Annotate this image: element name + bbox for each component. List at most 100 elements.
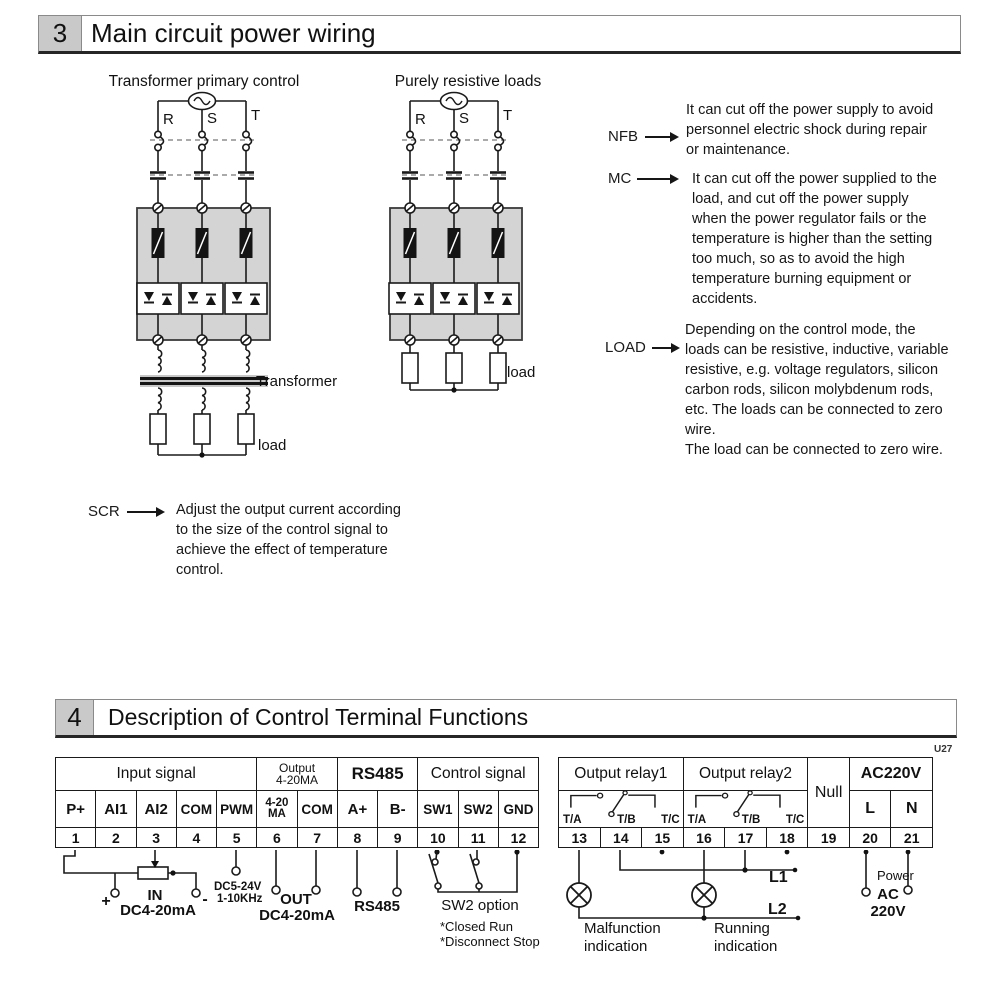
section4-header: 4 Description of Control Terminal Functi… — [55, 699, 957, 738]
load-text: Depending on the control mode, the loads… — [685, 322, 949, 458]
section3-header: 3 Main circuit power wiring — [38, 15, 961, 54]
malfunction-lamp-icon — [566, 882, 592, 908]
group-input-signal: Input signal — [54, 757, 258, 791]
load-arrow-icon — [652, 343, 680, 353]
pwm-spec-line2: 1-10KHz — [217, 893, 263, 905]
power-label: Power — [877, 868, 915, 883]
running-lamp-icon — [691, 882, 717, 908]
terminal-table-right: Output relay1 Output relay2 Null AC220V … — [558, 757, 934, 848]
phase-label-r: R — [415, 111, 426, 128]
relay2-contact-icon — [694, 791, 781, 818]
right-load-label: load — [507, 364, 535, 381]
in-plus-label: + — [101, 893, 110, 910]
terminal-number: 19 — [807, 827, 850, 848]
terminal-label: SW2 — [457, 790, 499, 828]
sw2-option-label: SW2 option — [441, 897, 519, 914]
nfb-arrow-icon — [645, 132, 679, 142]
in-label: IN — [148, 887, 163, 904]
mc-term: MC — [608, 170, 632, 187]
terminal-label: 4-20 MA — [256, 790, 298, 828]
terminal-label: COM — [296, 790, 338, 828]
running-label-line1: Running — [714, 920, 770, 937]
group-ac220v: AC220V — [848, 757, 934, 791]
terminal-label: PWM — [215, 790, 258, 828]
terminal-number: 9 — [377, 827, 419, 848]
terminal-number: 17 — [724, 827, 767, 848]
group-control-signal: Control signal — [417, 757, 540, 791]
out-range-label: DC4-20mA — [259, 907, 335, 924]
mc-text: It can cut off the power supplied to the… — [692, 171, 937, 307]
section3-title: Main circuit power wiring — [91, 18, 376, 48]
power-volt-label: 220V — [870, 903, 905, 920]
terminal-number: 7 — [296, 827, 338, 848]
out-label: OUT — [280, 891, 312, 908]
running-label-line2: indication — [714, 938, 777, 955]
terminal-label: P+ — [54, 790, 97, 828]
terminal-number: 21 — [890, 827, 933, 848]
terminal-number: 11 — [457, 827, 499, 848]
scr-text: Adjust the output current according to t… — [176, 502, 401, 578]
terminal-label-n: N — [890, 790, 933, 828]
nfb-term: NFB — [608, 128, 638, 145]
terminal-label: B- — [377, 790, 419, 828]
group-rs485: RS485 — [336, 757, 419, 791]
section4-number: 4 — [56, 700, 94, 735]
transformer-label: Transformer — [256, 373, 337, 390]
terminal-label: GND — [497, 790, 540, 828]
relay2-contacts-cell: T/A T/B T/C — [682, 790, 809, 828]
terminal-number: 5 — [215, 827, 258, 848]
terminal-label-l: L — [848, 790, 892, 828]
terminal-number: 12 — [497, 827, 540, 848]
in-minus-label: - — [202, 891, 207, 908]
terminal-number: 18 — [765, 827, 809, 848]
terminal-number: 15 — [641, 827, 684, 848]
terminal-label: SW1 — [417, 790, 459, 828]
transformer-core — [140, 375, 268, 387]
phase-label-r: R — [163, 111, 174, 128]
phase-label-t: T — [251, 107, 260, 124]
pwm-spec-line1: DC5-24V — [214, 881, 262, 893]
purely-resistive-circuit: R S T load — [388, 91, 535, 393]
terminal-null: Null — [807, 757, 850, 828]
sw2-note2: *Disconnect Stop — [440, 934, 540, 949]
phase-label-s: S — [459, 110, 469, 127]
left-load-label: load — [258, 437, 286, 454]
rs485-label: RS485 — [354, 898, 400, 915]
terminal-number: 2 — [95, 827, 137, 848]
terminal-wiring-diagram: + - IN DC4-20mA DC5-24V 1-10KHz OUT DC4-… — [63, 850, 915, 955]
terminal-table-left: Input signal Output 4-20MA RS485 Control… — [54, 757, 540, 848]
phase-label-t: T — [503, 107, 512, 124]
relay-contact-label: T/B — [617, 814, 636, 826]
section4-title: Description of Control Terminal Function… — [108, 704, 529, 730]
scr-term: SCR — [88, 503, 120, 520]
malfunction-label-line2: indication — [584, 938, 647, 955]
right-diagram-title: Purely resistive loads — [395, 73, 542, 90]
terminal-label: AI2 — [135, 790, 177, 828]
relay1-contact-icon — [570, 791, 656, 818]
power-ac-label: AC — [877, 886, 899, 903]
terminal-number: 3 — [135, 827, 177, 848]
terminal-number: 10 — [417, 827, 459, 848]
phase-label-s: S — [207, 110, 217, 127]
relay-contact-label: T/A — [687, 814, 707, 826]
group-output-relay2: Output relay2 — [682, 757, 809, 791]
left-diagram-title: Transformer primary control — [109, 73, 300, 90]
relay-contact-label: T/B — [741, 814, 761, 826]
relay1-contacts-cell: T/A T/B T/C — [558, 790, 684, 828]
terminal-number: 8 — [336, 827, 379, 848]
terminal-number: 13 — [558, 827, 601, 848]
section3-number: 3 — [39, 16, 82, 51]
corner-note: U27 — [934, 744, 953, 755]
load-term: LOAD — [605, 339, 646, 356]
l1-label: L1 — [769, 869, 788, 886]
terminal-number: 16 — [682, 827, 726, 848]
main-circuit-diagrams: Transformer primary control Purely resis… — [109, 73, 542, 458]
scr-unit-box — [136, 207, 271, 341]
terminal-label: COM — [175, 790, 218, 828]
l2-label: L2 — [768, 901, 787, 918]
group-output-420ma: Output 4-20MA — [256, 757, 338, 791]
transformer-primary-circuit: R S T Transformer load — [136, 91, 337, 458]
relay-contact-label: T/A — [563, 814, 582, 826]
relay-contact-label: T/C — [661, 814, 680, 826]
malfunction-label-line1: Malfunction — [584, 920, 661, 937]
